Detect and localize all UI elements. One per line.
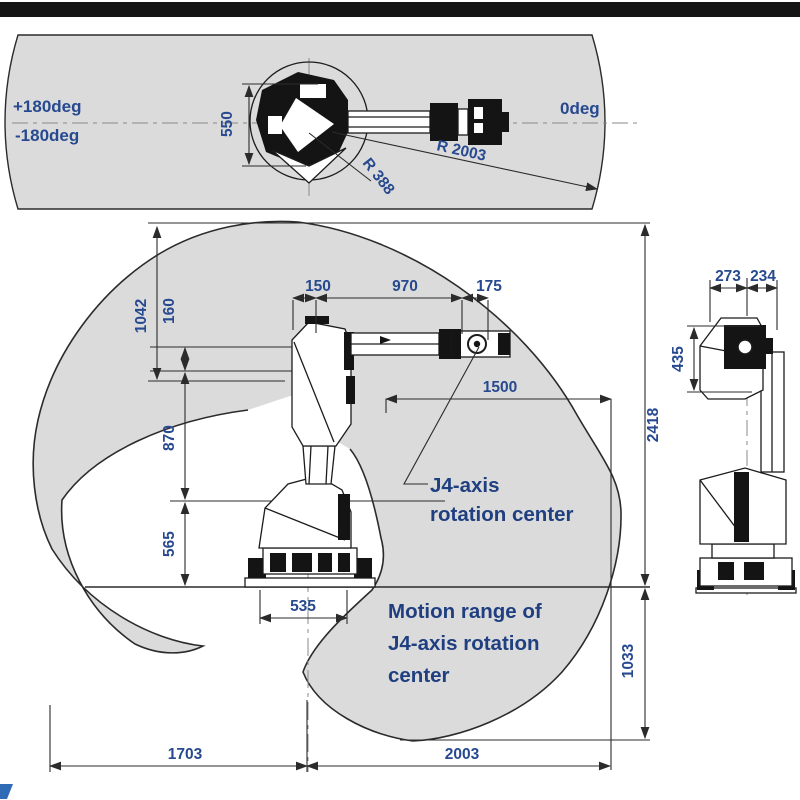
motion-range-line1: Motion range of [388, 600, 542, 623]
dim-565: 565 [161, 501, 190, 587]
dim-1500-label: 1500 [483, 379, 517, 396]
robot-end-drawing [695, 317, 797, 594]
logo-fragment [0, 784, 13, 799]
dim-2418: 2418 [640, 223, 662, 587]
plus-180deg-label: +180deg [13, 97, 82, 116]
dim-1703-label: 1703 [168, 746, 203, 763]
dim-1033: 1033 [620, 587, 650, 740]
dim-970-label: 970 [392, 278, 418, 295]
top-bar [0, 2, 800, 17]
dim-234-label: 234 [750, 268, 776, 285]
dim-550-label: 550 [219, 111, 236, 137]
dim-870: 870 [161, 371, 190, 501]
dim-1042: 1042 [133, 225, 162, 381]
dim-535-label: 535 [290, 598, 316, 615]
dim-435-label: 435 [670, 346, 687, 372]
zero-deg-label: 0deg [560, 99, 600, 118]
dim-1703: 1703 [48, 746, 309, 771]
dim-175-label: 175 [476, 278, 502, 295]
envelope-outer-boundary [297, 221, 622, 742]
envelope-inner-boundary [32, 220, 299, 654]
j4-label-line1: J4-axis [430, 474, 500, 497]
j4-axis-label: J4-axis rotation center [403, 346, 574, 526]
dim-1500: 1500 [384, 379, 613, 413]
robot-top-drawing [249, 61, 509, 184]
dim-1033-label: 1033 [620, 643, 637, 678]
motion-range-label: Motion range of J4-axis rotation center [388, 600, 542, 687]
dim-1042-label: 1042 [133, 299, 150, 333]
motion-range-line2: J4-axis rotation [388, 632, 540, 655]
dim-2418-label: 2418 [645, 407, 662, 442]
j4-label-line2: rotation center [430, 503, 574, 526]
minus-180deg-label: -180deg [15, 126, 79, 145]
dim-273-label: 273 [715, 268, 741, 285]
motion-range-line3: center [388, 664, 450, 687]
dim-160-label: 160 [161, 298, 178, 324]
end-view: 273 234 435 [670, 268, 797, 600]
dim-550: 550 [219, 83, 318, 167]
dim-870-label: 870 [161, 425, 178, 451]
dim-435: 435 [670, 325, 760, 393]
dim-chain-end: 273 234 [708, 268, 779, 330]
dim-2003: 2003 [305, 746, 612, 771]
dim-535: 535 [258, 590, 349, 624]
top-view: 550 R 2003 R 388 +180deg -180deg 0deg [4, 34, 642, 210]
dim-565-label: 565 [161, 531, 178, 557]
dim-chain-top: 150 970 175 [291, 278, 502, 340]
side-view: 1042 160 870 565 150 970 175 [32, 220, 662, 772]
dim-150-label: 150 [305, 278, 331, 295]
dim-2003-label: 2003 [445, 746, 480, 763]
dim-160: 160 [161, 298, 190, 372]
robot-side-drawing [244, 316, 511, 588]
